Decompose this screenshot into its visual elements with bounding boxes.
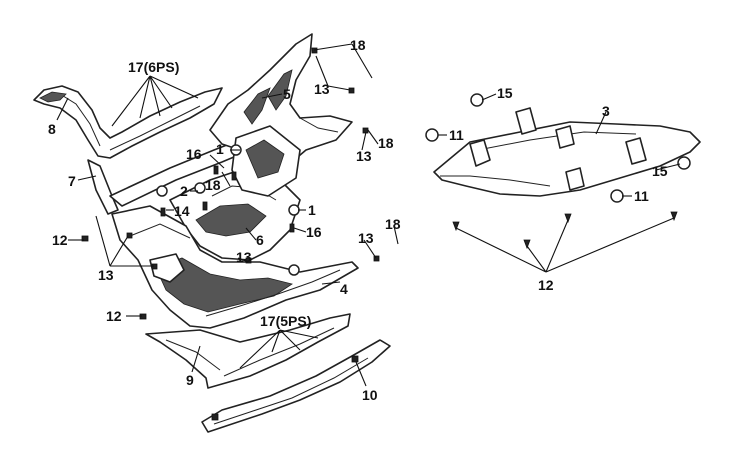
callout-11-right: 11 [634,188,649,204]
callout-16-right: 16 [306,224,322,240]
callout-12-lower: 12 [106,308,122,324]
part-3-skid-plate [433,107,701,197]
callout-18-center: 18 [205,177,221,193]
callout-7: 7 [68,173,76,189]
part-4-floor-panel [111,205,359,329]
callout-11-top: 11 [449,127,464,143]
callout-6: 6 [256,232,264,248]
callout-18-top: 18 [350,37,366,53]
callout-13-right: 13 [358,230,374,246]
callout-2: 2 [180,183,188,199]
callout-13-top: 13 [314,81,330,97]
callout-10: 10 [362,387,378,403]
leader-lines [56,43,681,387]
callout-labels: 17(6PS) 8 18 13 5 3 15 11 1 16 18 13 15 … [48,37,668,403]
callout-3: 3 [602,103,610,119]
callout-13-left: 13 [98,267,114,283]
callout-16-top: 16 [186,146,202,162]
part-10-right-skirt [201,339,391,433]
callout-15-right: 15 [652,163,668,179]
callout-5: 5 [283,86,291,102]
callout-18-right: 18 [385,216,401,232]
part-9-left-skirt [145,313,351,389]
callout-4: 4 [340,281,348,297]
callout-17-5ps: 17(5PS) [260,313,311,329]
callout-14: 14 [174,203,190,219]
callout-13-mid: 13 [356,148,372,164]
callout-12-right: 12 [538,277,554,293]
part-8-side-rail [33,85,223,159]
callout-18-mid: 18 [378,135,394,151]
callout-1-right: 1 [308,202,316,218]
callout-17-6ps: 17(6PS) [128,59,179,75]
callout-1-top: 1 [216,141,224,157]
callout-15-top: 15 [497,85,513,101]
callout-8: 8 [48,121,56,137]
callout-12-left: 12 [52,232,68,248]
callout-13-center: 13 [236,249,252,265]
callout-9: 9 [186,372,194,388]
